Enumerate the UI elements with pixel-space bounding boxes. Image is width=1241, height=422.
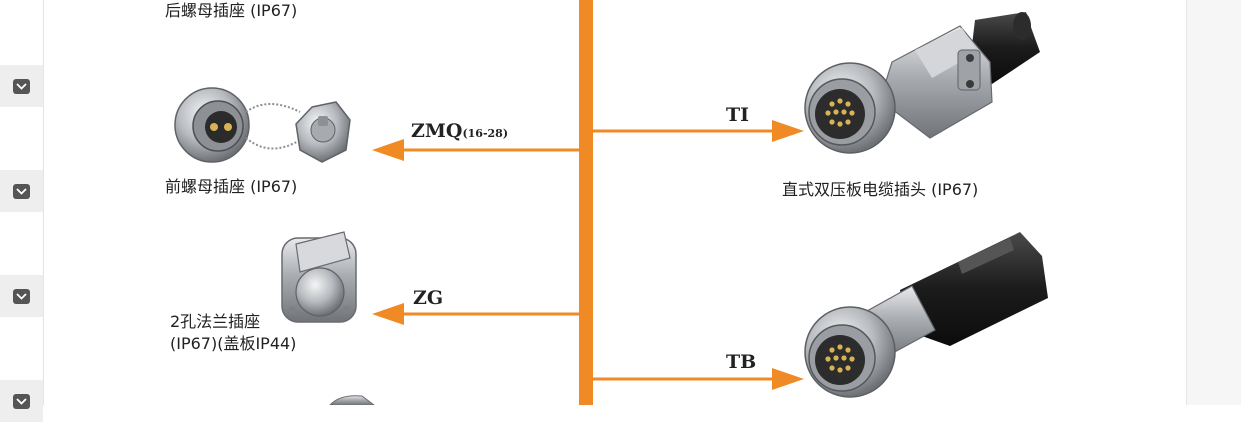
zmq-socket-image xyxy=(174,87,351,163)
zmq-code: ZMQ xyxy=(411,120,463,142)
chevron-down-icon[interactable] xyxy=(13,288,30,304)
right-scroll-gutter xyxy=(1186,0,1241,405)
tb-code-label: TB xyxy=(726,351,757,373)
tb-branch-arrow xyxy=(593,368,804,390)
main-trunk-line xyxy=(579,0,593,405)
straight-double-clamp-plug-label: 直式双压板电缆插头 (IP67) xyxy=(782,180,979,199)
rail-row xyxy=(0,275,43,317)
zg-branch-arrow xyxy=(372,303,579,325)
front-nut-socket-label: 前螺母插座 (IP67) xyxy=(165,177,298,196)
rail-row xyxy=(0,65,43,107)
ti-plug-image xyxy=(804,12,1040,154)
chevron-down-icon[interactable] xyxy=(13,183,30,199)
connector-diagram xyxy=(174,0,1048,405)
left-rail xyxy=(0,0,44,422)
zmq-code-range: (16-28) xyxy=(462,127,509,140)
tb-plug-image xyxy=(804,232,1048,398)
zmq-branch-arrow xyxy=(372,139,579,161)
zg-code-label: ZG xyxy=(413,287,444,309)
zmq-code-label: ZMQ(16-28) xyxy=(411,120,508,142)
ti-branch-arrow xyxy=(593,120,804,142)
rail-row xyxy=(0,170,43,212)
ti-code-label: TI xyxy=(726,104,750,126)
bottom-left-partial-image xyxy=(329,395,375,405)
flange-socket-label-line2: (IP67)(盖板IP44) xyxy=(170,334,297,353)
chevron-down-icon[interactable] xyxy=(13,78,30,94)
rear-nut-socket-label: 后螺母插座 (IP67) xyxy=(165,1,298,20)
flange-socket-label-line1: 2孔法兰插座 xyxy=(170,312,261,331)
zg-flange-socket-image xyxy=(281,231,357,323)
